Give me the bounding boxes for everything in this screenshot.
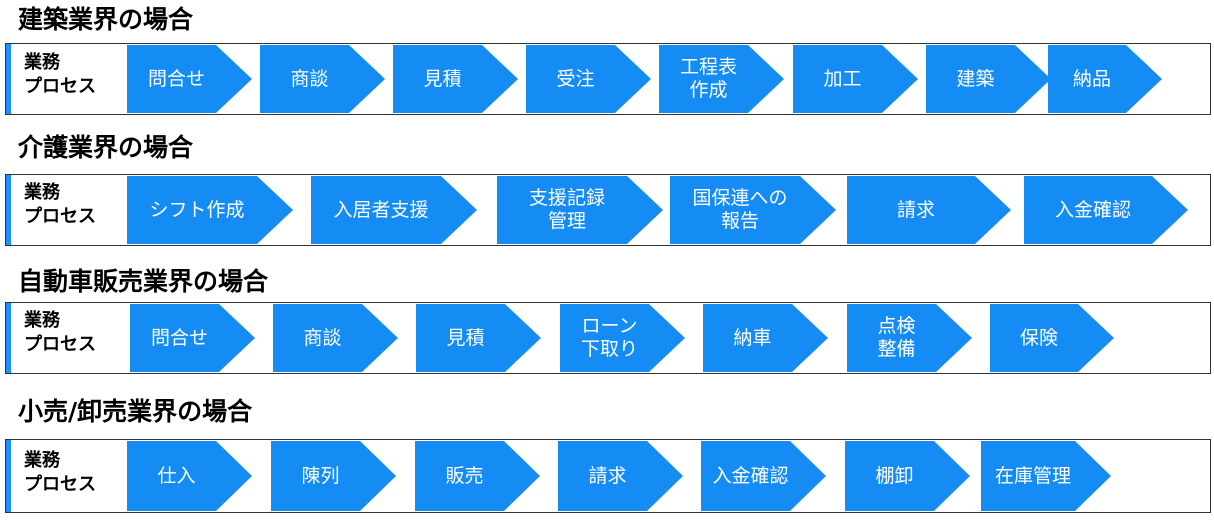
section-title-3: 自動車販売業界の場合 (18, 267, 269, 296)
process-step-arrow: 請求 (847, 176, 1011, 244)
business-process-label: 業務 プロセス (24, 310, 96, 355)
row-accent-bar (6, 44, 11, 114)
process-step-arrow: 入居者支援 (311, 176, 477, 244)
row-accent-bar (6, 303, 11, 373)
process-step-arrow: 入金確認 (1024, 176, 1188, 244)
process-step-arrow: 国保連への 報告 (670, 176, 836, 244)
business-process-label: 業務 プロセス (24, 182, 96, 227)
business-process-label: 業務 プロセス (24, 450, 96, 495)
section-title-2: 介護業界の場合 (18, 133, 194, 162)
process-step-arrow: 支援記録 管理 (497, 176, 663, 244)
section-title-4: 小売/卸売業界の場合 (18, 397, 253, 426)
process-step-arrow: シフト作成 (127, 176, 293, 244)
section-title-1: 建築業界の場合 (18, 5, 194, 34)
row-accent-bar (6, 175, 11, 245)
row-accent-bar (6, 440, 11, 512)
business-process-label: 業務 プロセス (24, 52, 96, 97)
